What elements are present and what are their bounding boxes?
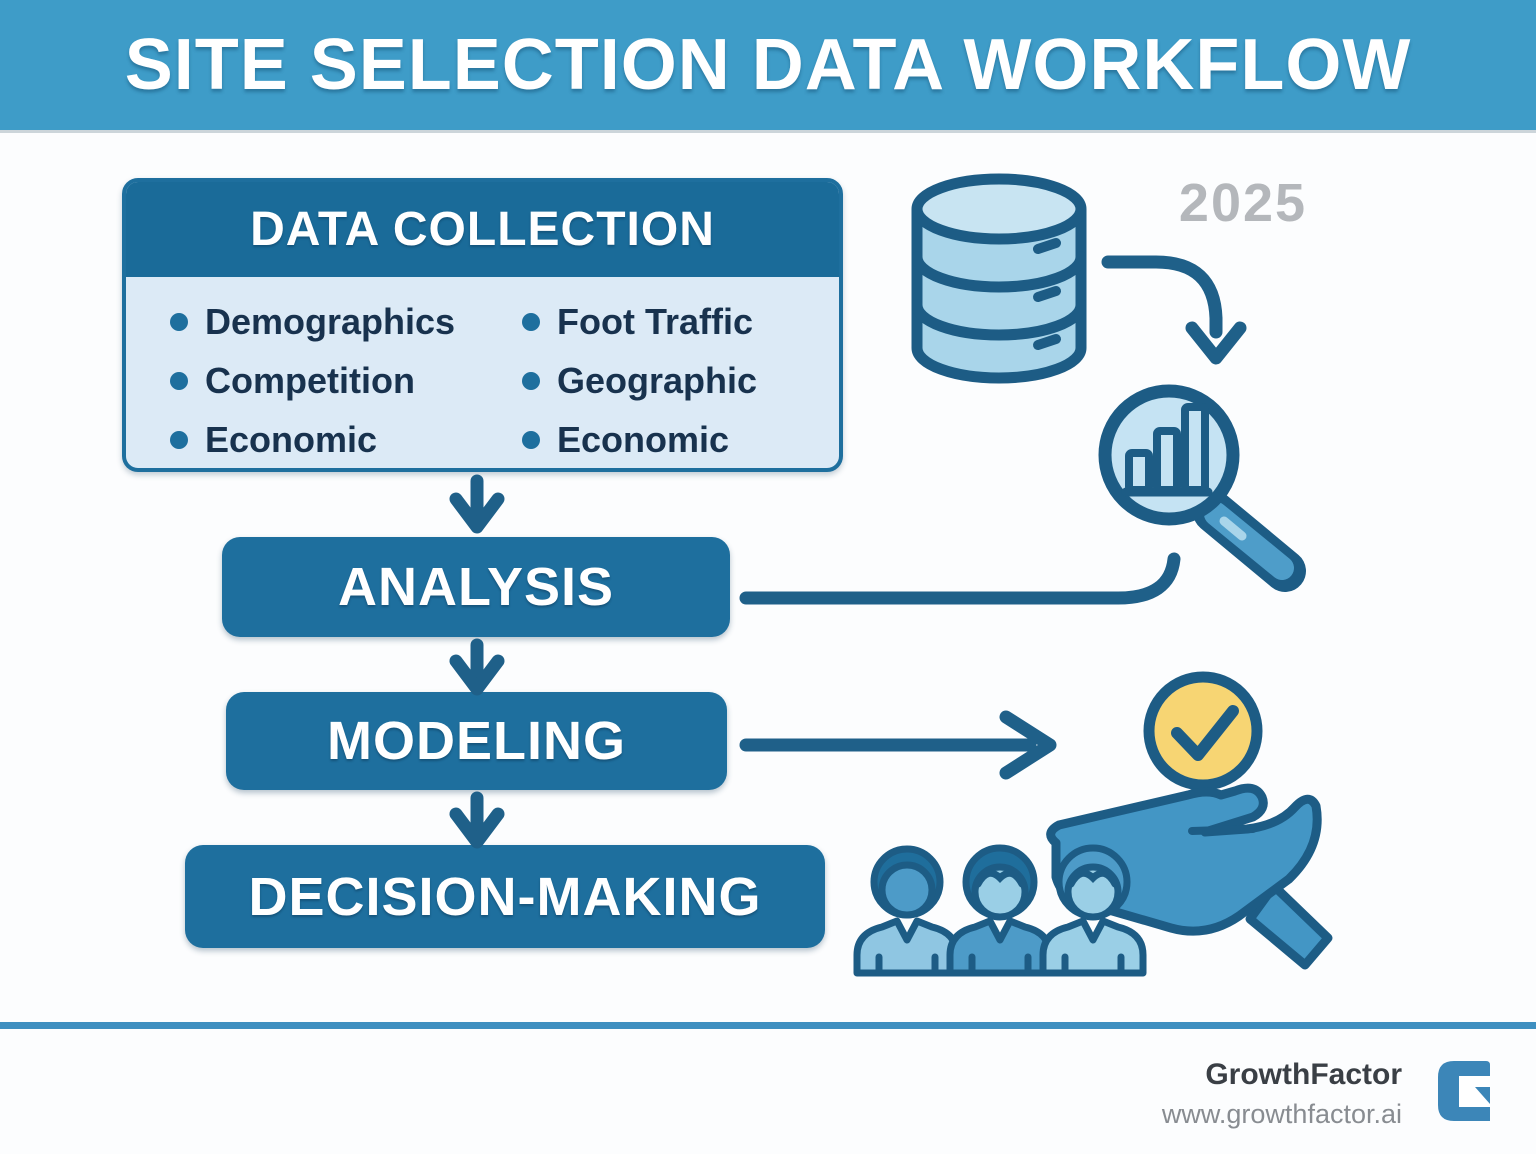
list-item: Geographic (522, 360, 757, 402)
person-icon (1039, 844, 1147, 977)
step-modeling: MODELING (226, 692, 727, 790)
down-arrow-icon (449, 791, 505, 849)
g-logo-icon (1438, 1061, 1490, 1121)
team-icon (853, 844, 1147, 977)
data-collection-header: DATA COLLECTION (126, 182, 839, 277)
analysis-connector-line (739, 552, 1181, 605)
bullet-dot (170, 372, 188, 390)
bullet-label: Foot Traffic (557, 301, 753, 342)
bullet-dot (170, 431, 188, 449)
brand-name: GrowthFactor (1205, 1058, 1402, 1091)
brand-url: www.growthfactor.ai (1161, 1099, 1402, 1129)
data-collection-box: DATA COLLECTION Demographics Competition… (122, 178, 843, 472)
list-item: Economic (522, 419, 757, 461)
list-item: Foot Traffic (522, 301, 757, 343)
step-modeling-label: MODELING (327, 711, 626, 771)
step-analysis-label: ANALYSIS (337, 557, 615, 617)
bullet-label: Demographics (205, 301, 456, 342)
modeling-arrow (739, 710, 1057, 780)
header-banner: SITE SELECTION DATA WORKFLOW (0, 0, 1536, 133)
bullet-label: Competition (205, 360, 415, 401)
magnifier-bar-chart-icon (1098, 384, 1306, 592)
data-collection-title: DATA COLLECTION (250, 203, 715, 256)
bullet-label: Economic (205, 419, 378, 460)
data-collection-column-1: Demographics Competition Economic (170, 301, 522, 461)
down-arrow-icon (449, 638, 505, 696)
footer-brand-block: GrowthFactor www.growthfactor.ai (1162, 1058, 1402, 1130)
bullet-dot (522, 372, 540, 390)
bullet-label: Geographic (557, 360, 758, 401)
data-collection-column-2: Foot Traffic Geographic Economic (522, 301, 757, 461)
list-item: Economic (170, 419, 522, 461)
footer-divider (0, 1022, 1536, 1029)
step-decision-making: DECISION-MAKING (185, 845, 825, 948)
year-label: 2025 (1178, 173, 1308, 233)
down-arrow-icon (449, 474, 505, 534)
curved-arrow-icon (1101, 255, 1247, 365)
bullet-dot (522, 431, 540, 449)
list-item: Demographics (170, 301, 522, 343)
person-icon (946, 844, 1054, 977)
bullet-label: Economic (557, 419, 730, 460)
hand-icon (1046, 783, 1333, 970)
step-decision-making-label: DECISION-MAKING (248, 866, 762, 927)
page-title: SITE SELECTION DATA WORKFLOW (124, 25, 1412, 105)
step-analysis: ANALYSIS (222, 537, 730, 637)
bar-chart-icon (1121, 403, 1213, 497)
database-icon (911, 173, 1087, 384)
bullet-dot (170, 313, 188, 331)
check-circle-icon (1143, 671, 1263, 791)
person-icon (853, 845, 961, 977)
data-collection-body: Demographics Competition Economic Foot T… (126, 277, 839, 461)
list-item: Competition (170, 360, 522, 402)
bullet-dot (522, 313, 540, 331)
